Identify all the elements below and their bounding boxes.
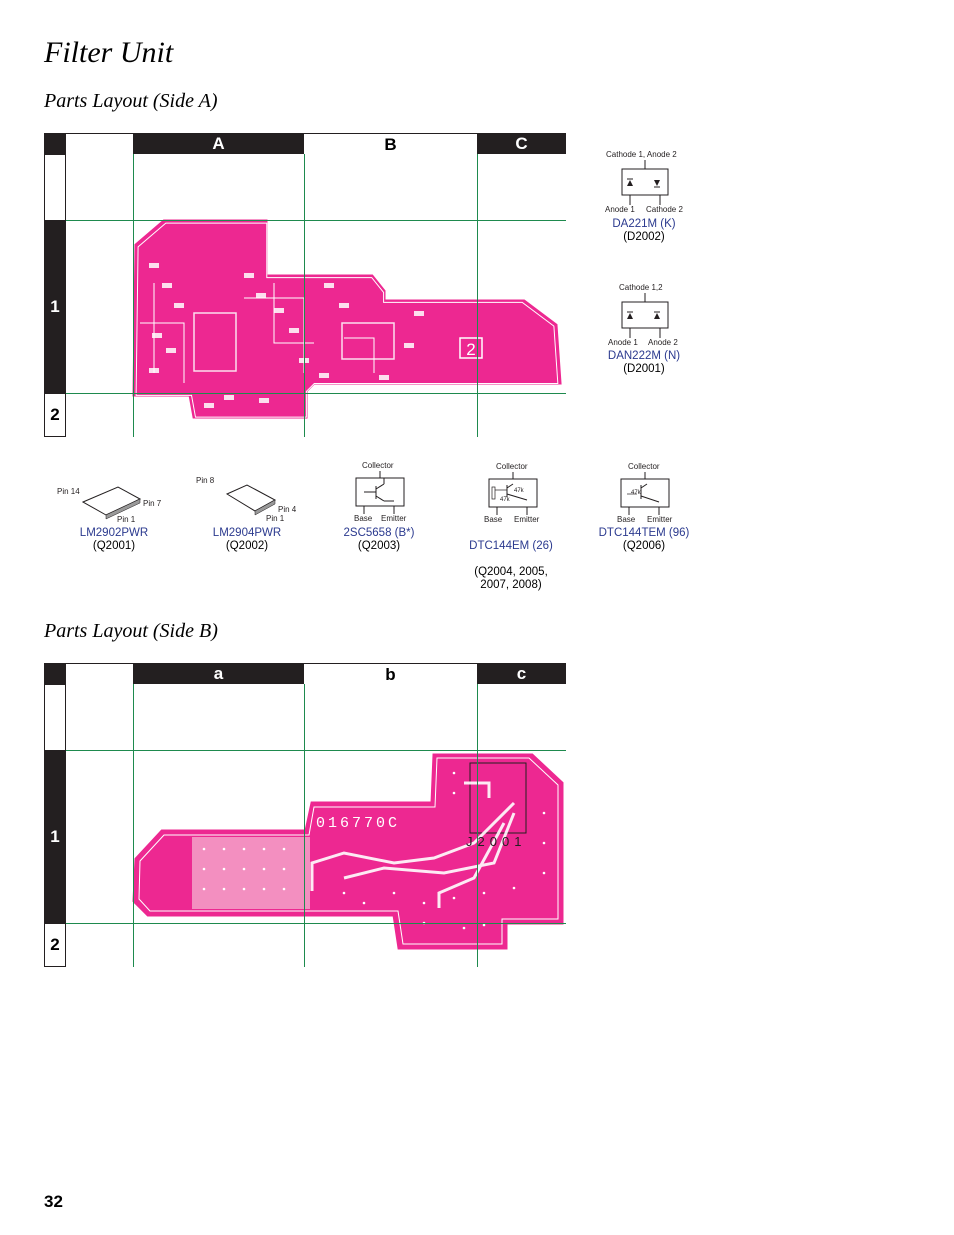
pin-label: Cathode 1,2 (619, 283, 663, 292)
side-b-board: 016770C J2001 (132, 753, 564, 950)
pin-label: Cathode 2 (646, 205, 683, 214)
pin-label: Collector (362, 461, 394, 470)
column-header-b: B (304, 133, 477, 155)
part-ref: (D2002) (623, 231, 665, 243)
row-label-blank (44, 154, 66, 221)
part-name: DTC144TEM (96) (598, 527, 690, 539)
pin-label: Emitter (381, 514, 407, 523)
connector-ref: J2001 (466, 834, 526, 849)
transistor-caption: DTC144EM (26) (Q2004, 2005, 2007, 2008) (456, 527, 566, 605)
pin-label: Emitter (647, 515, 673, 524)
row-label-1: 1 (44, 221, 66, 393)
grid-line (66, 750, 566, 751)
pin-label: Anode 1 (605, 205, 635, 214)
part-ref: (D2001) (623, 363, 665, 375)
side-a-title: Parts Layout (Side A) (44, 90, 218, 112)
diode-caption: DA221M (K) (D2002) (594, 218, 694, 244)
pin-label: Base (617, 515, 636, 524)
resistor-label: 47k (514, 488, 524, 494)
part-ref: (Q2001) (92, 540, 136, 552)
row-label-1: 1 (44, 751, 66, 923)
row-label-2: 2 (44, 923, 66, 967)
pin-label: Pin 1 (117, 515, 136, 524)
part-name: DA221M (K) (612, 218, 676, 230)
grid-line (133, 154, 134, 437)
grid-line (304, 154, 305, 437)
column-header-c: c (477, 663, 566, 684)
part-ref: (Q2003) (357, 540, 401, 552)
page-number: 32 (44, 1192, 63, 1211)
pin-label: Anode 2 (648, 338, 678, 347)
transistor-caption: DTC144TEM (96) (Q2006) (589, 527, 699, 553)
silk-code: 016770C (316, 815, 400, 832)
part-name: DAN222M (N) (607, 350, 681, 362)
part-name: LM2904PWR (212, 527, 282, 539)
header-blank (66, 663, 133, 685)
pin-label: Pin 8 (196, 476, 215, 485)
part-ref: (Q2002) (225, 540, 269, 552)
diode-symbol-icon (621, 293, 669, 338)
row-label-blank (44, 684, 66, 751)
header-blank (66, 133, 133, 155)
page-title: Filter Unit (44, 36, 174, 69)
column-header-c: C (477, 133, 566, 154)
grid-line (304, 684, 305, 967)
resistor-label: 47k (631, 490, 641, 496)
grid-line (66, 923, 566, 924)
pin-label: Pin 7 (143, 499, 162, 508)
pin-label: Pin 4 (278, 505, 297, 514)
diode-caption: DAN222M (N) (D2001) (594, 350, 694, 376)
column-header-a: a (133, 663, 304, 684)
pin-label: Cathode 1, Anode 2 (606, 150, 677, 159)
pin-label: Pin 14 (57, 487, 80, 496)
grid-line (477, 684, 478, 967)
header-corner (44, 133, 66, 154)
ic-caption: LM2904PWR (Q2002) (197, 527, 297, 553)
pin-label: Emitter (514, 515, 540, 524)
column-header-a: A (133, 133, 304, 154)
side-b-title: Parts Layout (Side B) (44, 620, 218, 642)
part-name: LM2902PWR (79, 527, 149, 539)
transistor-symbol-icon (488, 472, 538, 515)
pin-label: Base (484, 515, 503, 524)
part-ref: (Q2004, 2005, 2007, 2008) (474, 566, 548, 591)
part-ref: (Q2006) (622, 540, 666, 552)
side-b-grid: a c b 1 2 016770C J2001 (44, 663, 566, 967)
side-a-grid: A C B 1 2 2 (44, 133, 566, 437)
column-header-b: b (304, 663, 477, 685)
header-corner (44, 663, 66, 684)
row-label-2: 2 (44, 393, 66, 437)
pin-label: Collector (628, 462, 660, 471)
pin-label: Collector (496, 462, 528, 471)
part-name: 2SC5658 (B*) (343, 527, 415, 539)
pin-label: Anode 1 (608, 338, 638, 347)
grid-line (133, 684, 134, 967)
board-label: 2 (466, 340, 475, 359)
resistor-label: 47k (500, 497, 510, 503)
ic-caption: LM2902PWR (Q2001) (64, 527, 164, 553)
transistor-symbol-icon (355, 471, 405, 514)
transistor-caption: 2SC5658 (B*) (Q2003) (329, 527, 429, 553)
part-name: DTC144EM (26) (469, 540, 553, 552)
ic-package-icon (81, 486, 142, 520)
diode-symbol-icon (621, 160, 669, 205)
grid-line (66, 220, 566, 221)
grid-line (66, 393, 566, 394)
side-a-board: 2 (132, 219, 562, 419)
grid-line (477, 154, 478, 437)
transistor-symbol-icon (620, 472, 670, 515)
pin-label: Pin 1 (266, 514, 285, 523)
ic-package-icon (225, 484, 277, 516)
pin-label: Base (354, 514, 373, 523)
